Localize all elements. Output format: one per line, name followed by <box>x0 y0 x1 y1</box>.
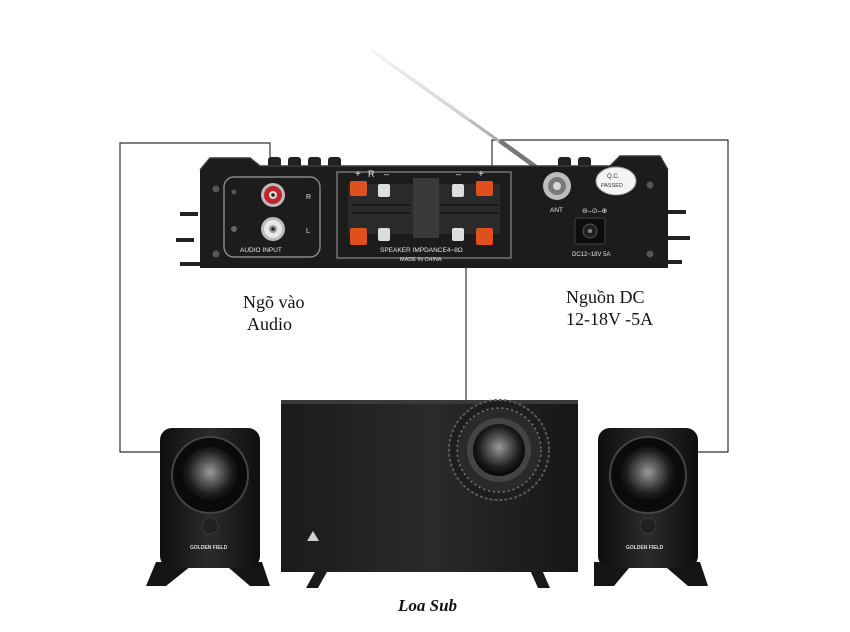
speaker-terminal-left-minus[interactable] <box>350 228 367 245</box>
wire-right-speaker <box>491 139 729 453</box>
terminal-minus-left-label: – <box>384 169 389 179</box>
terminal-plus-left-label: + <box>355 169 361 180</box>
qc-passed-sticker: Q.C. PASSED <box>595 166 637 196</box>
power-caption-line1: Nguồn DC <box>566 287 645 307</box>
speaker-terminal-left-plus[interactable] <box>350 181 367 196</box>
warning-triangle-icon <box>307 531 319 541</box>
channel-l-label: L <box>306 228 310 235</box>
amplifier-panel: R L AUDIO INPUT + R <box>176 155 690 268</box>
rca-jack-white[interactable] <box>261 217 285 241</box>
audio-input-label: AUDIO INPUT <box>240 247 282 254</box>
audio-input-caption-line1: Ngõ vào <box>243 292 305 312</box>
rca-jack-red[interactable] <box>261 183 285 207</box>
qc-bottom-label: PASSED <box>601 183 623 189</box>
subwoofer-caption: Loa Sub <box>398 596 458 615</box>
qc-top-label: Q.C. <box>607 174 620 180</box>
left-speaker: GOLDEN FIELD <box>146 428 270 586</box>
made-in-label: MADE IN CHINA <box>400 257 442 263</box>
impedance-label: SPEAKER IMPDANCE4~8Ω <box>380 247 463 254</box>
speaker-r-label: R <box>368 169 375 179</box>
antenna-socket[interactable] <box>543 172 571 200</box>
power-caption-line2: 12-18V -5A <box>566 309 654 329</box>
terminal-minus-right-label: – <box>456 169 461 179</box>
speaker-terminal-right-plus[interactable] <box>476 181 493 196</box>
antenna-label: ANT <box>550 207 563 214</box>
dc-power-socket[interactable] <box>574 217 606 245</box>
audio-input-caption-line2: Audio <box>247 314 292 334</box>
left-speaker-brand: GOLDEN FIELD <box>190 545 228 551</box>
speaker-terminal-right-minus[interactable] <box>476 228 493 245</box>
right-speaker-brand: GOLDEN FIELD <box>626 545 664 551</box>
antenna <box>370 48 560 185</box>
subwoofer-driver <box>448 399 550 501</box>
channel-r-label: R <box>306 194 311 201</box>
right-speaker: GOLDEN FIELD <box>594 428 708 586</box>
terminal-plus-right-label: + <box>478 169 484 180</box>
subwoofer <box>281 399 578 588</box>
dc-rating-label: DC12~18V 5A <box>572 252 611 258</box>
dc-polarity-icon: ⊖–⊙–⊕ <box>582 208 607 215</box>
